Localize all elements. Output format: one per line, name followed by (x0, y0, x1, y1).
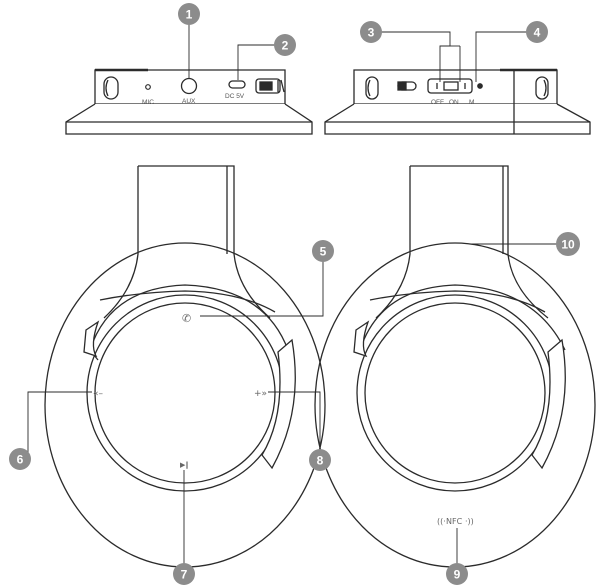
right-earcup (314, 165, 596, 568)
callout-3: 3 (360, 21, 382, 43)
mic-label: MIC (142, 99, 154, 106)
next-track-icon: +» (254, 389, 267, 399)
phone-icon: ✆ (182, 312, 191, 325)
svg-text:2: 2 (282, 39, 289, 53)
right-side-view (324, 68, 591, 135)
mic-hole (145, 84, 151, 90)
callout-4: 4 (526, 21, 548, 43)
leader-lines (27, 20, 560, 568)
svg-text:1: 1 (186, 8, 193, 22)
aux-label: AUX (182, 98, 196, 105)
off-label: OFF (431, 99, 444, 106)
svg-text:((·: ((· (437, 517, 446, 526)
nfc-icon: ((· NFC ·)) (437, 517, 474, 526)
dc-port (228, 80, 246, 89)
svg-text:8: 8 (317, 454, 324, 468)
callout-6: 6 (9, 448, 31, 470)
callout-1: 1 (178, 3, 200, 25)
svg-text:5: 5 (320, 245, 327, 259)
play-pause-icon: ▶‖ (180, 461, 189, 469)
dc-label: DC 5V (225, 93, 245, 100)
right-hinge-knob-left (365, 76, 379, 100)
callout-5: 5 (312, 240, 334, 262)
svg-text:·)): ·)) (465, 517, 474, 526)
right-inner-cover (364, 302, 546, 484)
callout-9: 9 (446, 563, 468, 585)
left-earcup (44, 165, 326, 568)
left-side-view (65, 68, 313, 135)
svg-text:6: 6 (17, 453, 24, 467)
right-hinge-knob (535, 76, 549, 100)
callout-10: 10 (556, 232, 580, 256)
on-label: ON (449, 99, 459, 106)
svg-text:3: 3 (368, 26, 375, 40)
callout-7: 7 (173, 563, 195, 585)
callout-2: 2 (274, 34, 296, 56)
m-label: M (469, 99, 474, 106)
led-indicator (477, 83, 483, 89)
aux-port (180, 77, 198, 95)
svg-text:NFC: NFC (446, 517, 463, 526)
svg-text:4: 4 (534, 26, 541, 40)
previous-track-icon: «– (93, 389, 104, 399)
left-touch-panel (94, 302, 276, 484)
svg-text:7: 7 (181, 568, 188, 582)
left-hinge-knob (103, 76, 119, 100)
callout-8: 8 (309, 449, 331, 471)
svg-text:9: 9 (454, 568, 461, 582)
svg-text:10: 10 (561, 238, 575, 252)
